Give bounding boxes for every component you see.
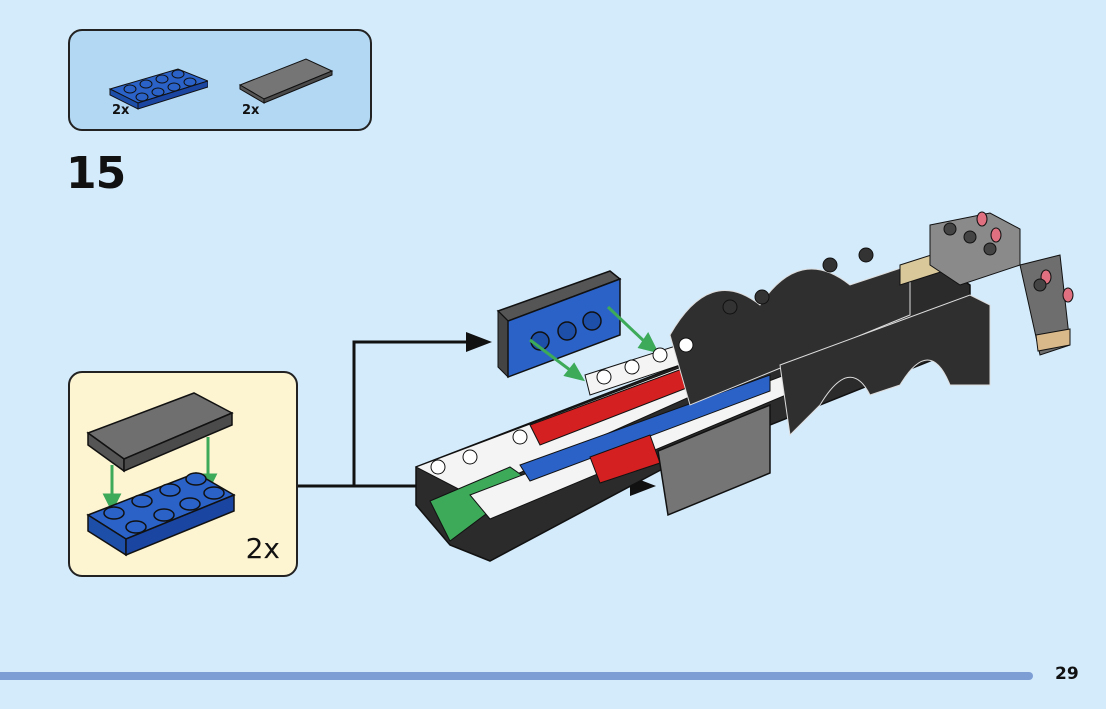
model-illustration (414, 211, 1074, 562)
gray-tile-quantity: 2x (242, 103, 260, 118)
arrow-right-icon (466, 332, 492, 352)
sub-assembly-illustration (86, 392, 236, 557)
blue-tile-part (496, 270, 622, 379)
sub-assembly-box: 2x (68, 371, 298, 577)
gray-tile-icon (238, 58, 334, 104)
sub-assembly-quantity: 2x (245, 532, 280, 565)
page-footer-bar (0, 672, 1033, 680)
step-number: 15 (66, 148, 126, 199)
blue-plate-icon (108, 68, 208, 110)
parts-list-box: 2x 2x (68, 29, 372, 131)
page-number: 29 (1055, 664, 1079, 684)
green-arrow-icon (529, 305, 659, 382)
blue-plate-quantity: 2x (112, 103, 130, 118)
